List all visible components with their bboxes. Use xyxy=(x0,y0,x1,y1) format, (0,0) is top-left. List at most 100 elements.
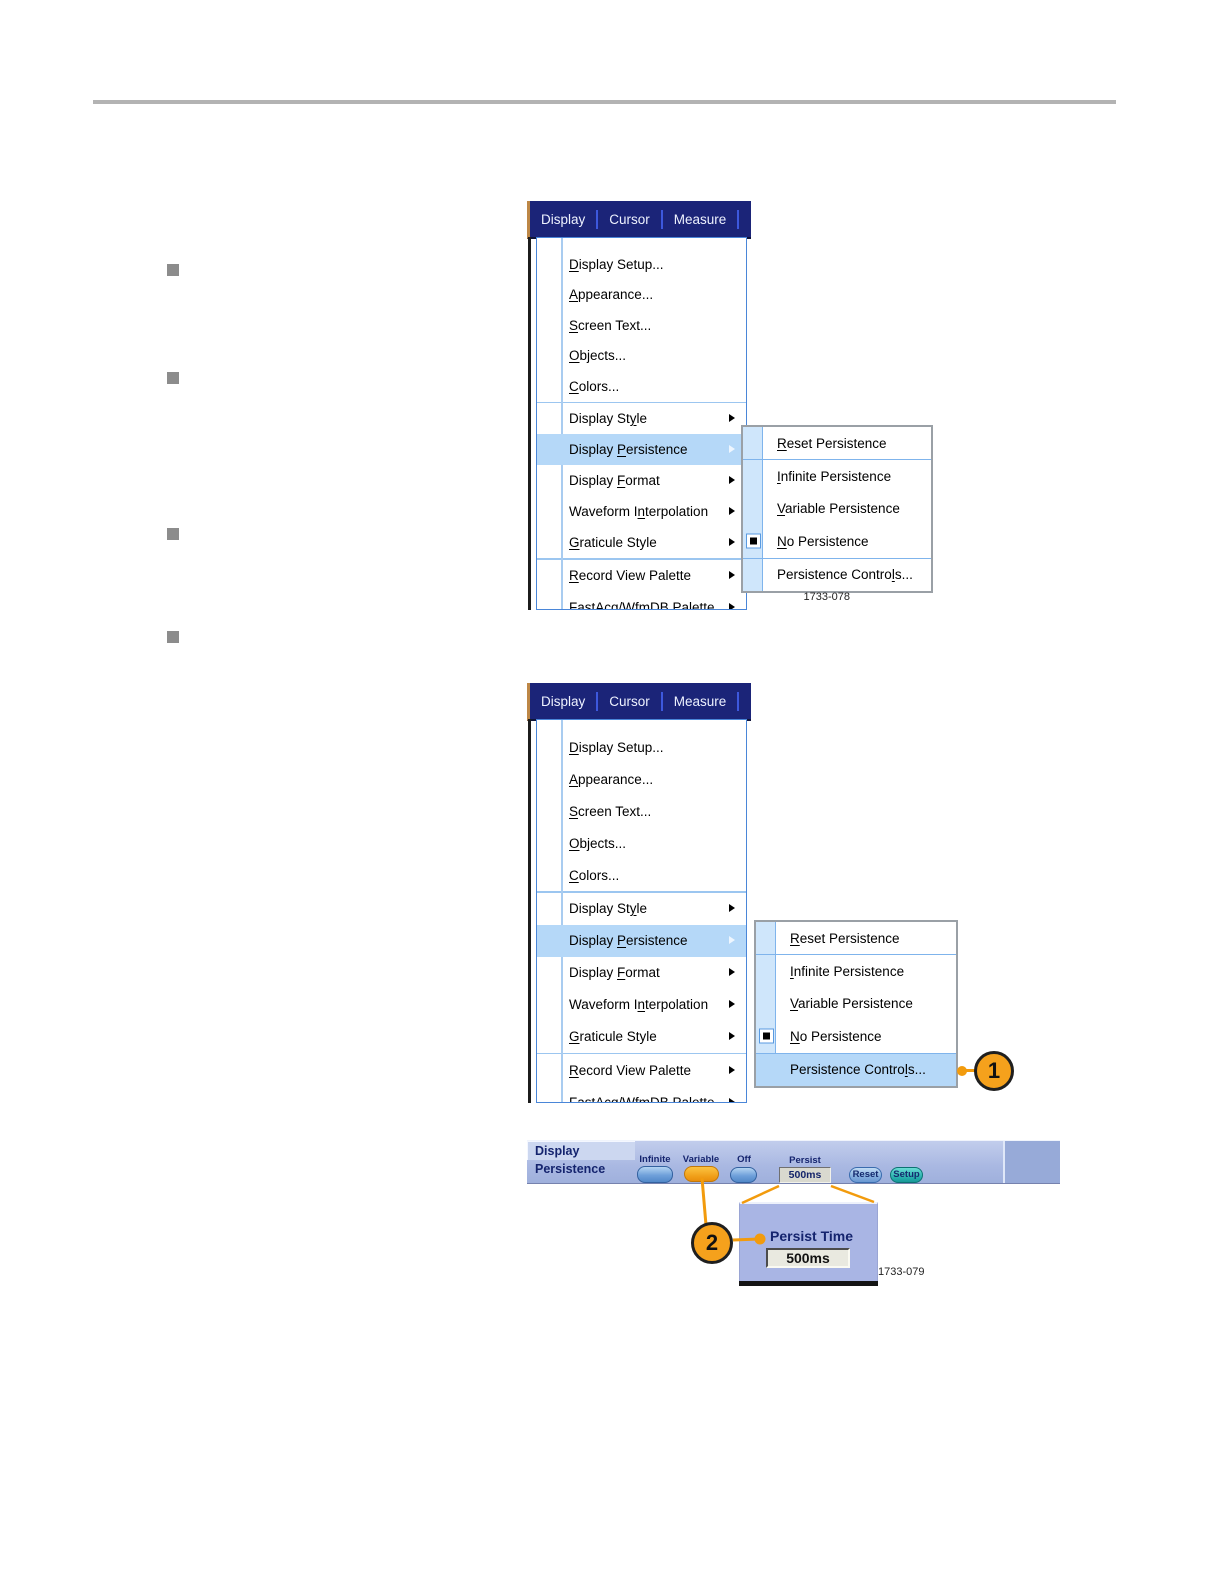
submenu-item-label: Persistence Controls... xyxy=(790,1062,926,1078)
toolbar-title: Display Persistence xyxy=(527,1141,635,1176)
menu-item-label: Display Format xyxy=(569,965,660,980)
menu-item-display-setup[interactable]: Display Setup... xyxy=(537,731,746,763)
menubar-item-measure[interactable]: Measure xyxy=(673,211,727,227)
screen-edge xyxy=(528,237,531,610)
submenu-arrow-icon xyxy=(729,414,735,422)
menu-item-fastacq-palette[interactable]: FastAcq/WfmDB Palette xyxy=(537,1086,746,1102)
submenu-arrow-icon xyxy=(729,904,735,912)
menu-item-record-view-palette[interactable]: Record View Palette xyxy=(537,1054,746,1086)
list-bullet xyxy=(167,631,179,643)
submenu-item-label: Variable Persistence xyxy=(790,996,913,1012)
selected-check-icon xyxy=(746,533,761,549)
submenu-item-persistence-controls[interactable]: Persistence Controls... xyxy=(756,1052,956,1086)
menu-separator xyxy=(537,891,746,893)
menu-item-label: Record View Palette xyxy=(569,568,692,583)
submenu-item-no-persistence[interactable]: No Persistence xyxy=(743,525,931,557)
list-bullet xyxy=(167,528,179,540)
submenu-arrow-icon xyxy=(729,1097,735,1102)
menu-item-objects[interactable]: Objects... xyxy=(537,341,746,372)
submenu-item-label: Infinite Persistence xyxy=(777,469,892,485)
submenu-item-reset-persistence[interactable]: Reset Persistence xyxy=(756,922,956,956)
submenu-item-reset-persistence[interactable]: Reset Persistence xyxy=(743,427,931,461)
submenu-item-label: No Persistence xyxy=(777,533,869,549)
submenu-item-infinite-persistence[interactable]: Infinite Persistence xyxy=(756,955,956,987)
off-button-label: Off xyxy=(737,1154,751,1165)
screen-edge xyxy=(528,719,531,1103)
menu-item-display-format[interactable]: Display Format xyxy=(537,465,746,496)
menubar-item-partial[interactable]: M xyxy=(739,212,751,227)
menu-item-display-style[interactable]: Display Style xyxy=(537,403,746,434)
submenu-arrow-icon xyxy=(729,476,735,484)
off-button[interactable] xyxy=(730,1167,757,1183)
menu-item-label: Record View Palette xyxy=(569,1062,692,1078)
submenu-item-infinite-persistence[interactable]: Infinite Persistence xyxy=(743,460,931,492)
callout-1-dot xyxy=(957,1066,967,1076)
zoom-panel-label: Persist Time xyxy=(770,1228,854,1244)
submenu-item-label: Reset Persistence xyxy=(777,435,887,451)
menu-item-label: Waveform Interpolation xyxy=(569,504,709,519)
menu-item-display-persistence[interactable]: Display Persistence xyxy=(537,924,746,957)
menu-separator xyxy=(537,558,746,560)
submenu-item-label: No Persistence xyxy=(790,1028,882,1044)
menu-item-appearance[interactable]: Appearance... xyxy=(537,763,746,795)
menu-item-fastacq-palette[interactable]: FastAcq/WfmDB Palette xyxy=(537,592,746,609)
menu-item-graticule-style[interactable]: Graticule Style xyxy=(537,527,746,558)
zoom-panel-value[interactable]: 500ms xyxy=(766,1248,850,1268)
menubar-item-display[interactable]: Display xyxy=(541,211,586,227)
submenu-arrow-icon xyxy=(729,571,735,579)
submenu-item-persistence-controls[interactable]: Persistence Controls... xyxy=(743,557,931,591)
menu-item-label: Colors... xyxy=(569,867,620,883)
callout-1: 1 xyxy=(974,1051,1014,1091)
menubar-separator xyxy=(596,691,599,711)
submenu-item-variable-persistence[interactable]: Variable Persistence xyxy=(743,493,931,525)
toolbar-divider xyxy=(1003,1141,1005,1183)
menu-item-display-style[interactable]: Display Style xyxy=(537,893,746,925)
figure-code: 1733-079 xyxy=(878,1266,925,1278)
menubar-item-partial[interactable]: M xyxy=(739,694,751,709)
menubar-separator xyxy=(737,209,740,229)
display-menu: Display Setup... Appearance... Screen Te… xyxy=(536,719,747,1103)
list-bullet xyxy=(167,372,179,384)
menu-item-screen-text[interactable]: Screen Text... xyxy=(537,795,746,827)
menubar-item-cursor[interactable]: Cursor xyxy=(609,211,650,227)
menu-item-display-persistence[interactable]: Display Persistence xyxy=(537,434,746,465)
menu-item-colors[interactable]: Colors... xyxy=(537,859,746,891)
infinite-button[interactable] xyxy=(637,1166,673,1183)
submenu-arrow-icon xyxy=(729,936,735,944)
menu-item-colors[interactable]: Colors... xyxy=(537,371,746,402)
submenu-item-no-persistence[interactable]: No Persistence xyxy=(756,1020,956,1052)
menubar-item-display[interactable]: Display xyxy=(541,693,586,709)
menu-bar: Display Cursor Measure M xyxy=(527,683,751,721)
menu-item-display-format[interactable]: Display Format xyxy=(537,957,746,989)
menu-item-waveform-interpolation[interactable]: Waveform Interpolation xyxy=(537,496,746,527)
list-bullet xyxy=(167,264,179,276)
menubar-item-measure[interactable]: Measure xyxy=(673,693,727,709)
menu-item-label: Objects... xyxy=(569,835,627,851)
submenu-arrow-icon xyxy=(729,1065,735,1074)
submenu-item-label: Infinite Persistence xyxy=(790,964,905,980)
persist-time-value[interactable]: 500ms xyxy=(779,1167,831,1183)
submenu-item-label: Persistence Controls... xyxy=(777,567,913,583)
submenu-item-variable-persistence[interactable]: Variable Persistence xyxy=(756,988,956,1020)
menubar-item-cursor[interactable]: Cursor xyxy=(609,693,650,709)
menu-separator xyxy=(537,401,746,403)
menu-item-screen-text[interactable]: Screen Text... xyxy=(537,310,746,341)
menu-item-appearance[interactable]: Appearance... xyxy=(537,280,746,311)
menu-item-graticule-style[interactable]: Graticule Style xyxy=(537,1021,746,1053)
menu-item-waveform-interpolation[interactable]: Waveform Interpolation xyxy=(537,989,746,1021)
display-menu: Display Setup... Appearance... Screen Te… xyxy=(536,237,747,610)
menu-item-record-view-palette[interactable]: Record View Palette xyxy=(537,560,746,592)
menu-item-label: Display Style xyxy=(569,901,648,916)
menu-item-objects[interactable]: Objects... xyxy=(537,827,746,859)
menubar-separator xyxy=(660,209,663,229)
menubar-separator xyxy=(660,691,663,711)
menubar-separator xyxy=(737,691,740,711)
menu-item-label: Graticule Style xyxy=(569,1029,657,1044)
menu-item-label: Display Setup... xyxy=(569,256,664,272)
menu-item-display-setup[interactable]: Display Setup... xyxy=(537,249,746,280)
reset-button[interactable]: Reset xyxy=(849,1167,882,1183)
page-top-rule xyxy=(93,100,1116,104)
setup-button[interactable]: Setup xyxy=(890,1167,923,1183)
selected-check-icon xyxy=(759,1028,774,1044)
menu-item-label: Waveform Interpolation xyxy=(569,997,709,1012)
